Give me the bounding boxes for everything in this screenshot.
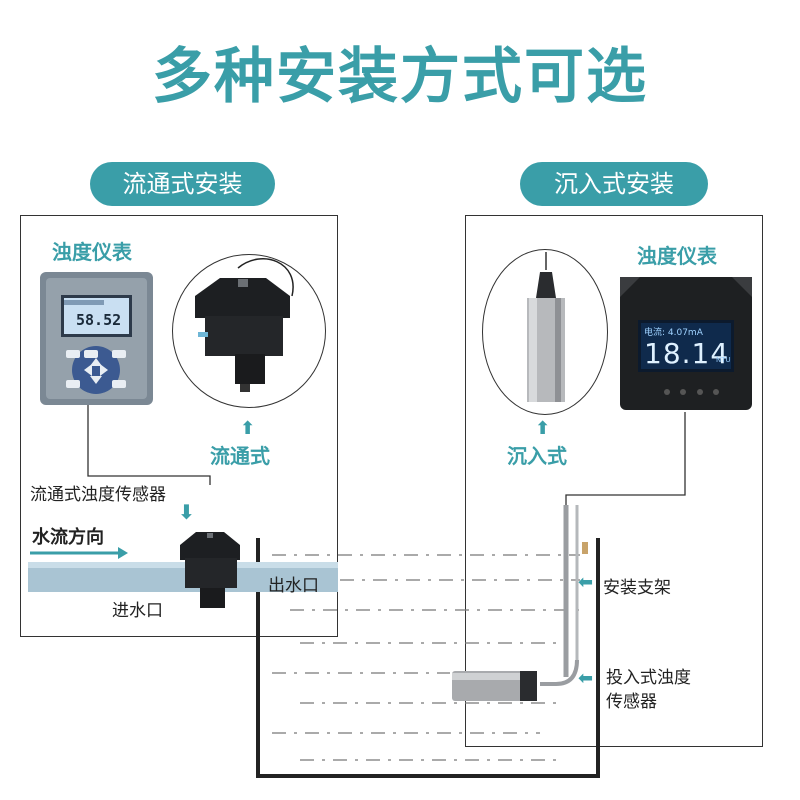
bracket-label: 安装支架 [603,578,671,598]
outlet-label: 出水口 [268,576,319,596]
arrow-left-icon: ⬅ [578,668,594,689]
submerged-turbidity-sensor [452,671,537,701]
immersion-meter-reading: 18.14 [644,337,730,370]
immersion-probe-circle [482,249,608,415]
arrow-up-icon: ⬆ [240,418,256,439]
installation-bracket [540,505,588,686]
flow-direction-label: 水流方向 [32,527,104,548]
immersion-meter-device [620,277,752,410]
inlet-label: 进水口 [112,601,163,621]
flow-mode-label: 流通式 [210,444,270,468]
immersion-sensor-label-line2: 传感器 [606,692,657,712]
flow-meter-label: 浊度仪表 [52,240,132,264]
water-tank [256,538,600,778]
arrow-up-icon: ⬆ [535,418,551,439]
arrow-left-icon: ⬅ [578,572,594,593]
immersion-install-badge: 沉入式安装 [520,162,708,206]
inline-flow-sensor [180,532,240,608]
immersion-sensor-label-line1: 投入式浊度 [606,668,691,688]
immersion-meter-unit: NTU [716,356,731,364]
flow-install-badge: 流通式安装 [90,162,275,206]
flow-sensor-label: 流通式浊度传感器 [30,480,166,505]
immersion-mode-label: 沉入式 [507,444,567,468]
flow-meter-reading: 58.52 [76,311,122,329]
arrow-down-icon: ⬇ [178,500,195,524]
immersion-meter-label: 浊度仪表 [637,244,717,268]
flow-meter-device [40,272,153,405]
immersion-meter-current: 电流: 4.07mA [644,328,703,338]
water-level-lines [272,554,580,761]
flow-arrow-icon [30,547,128,559]
flow-sensor-circle [172,254,326,408]
page-title: 多种安装方式可选 [152,42,648,112]
